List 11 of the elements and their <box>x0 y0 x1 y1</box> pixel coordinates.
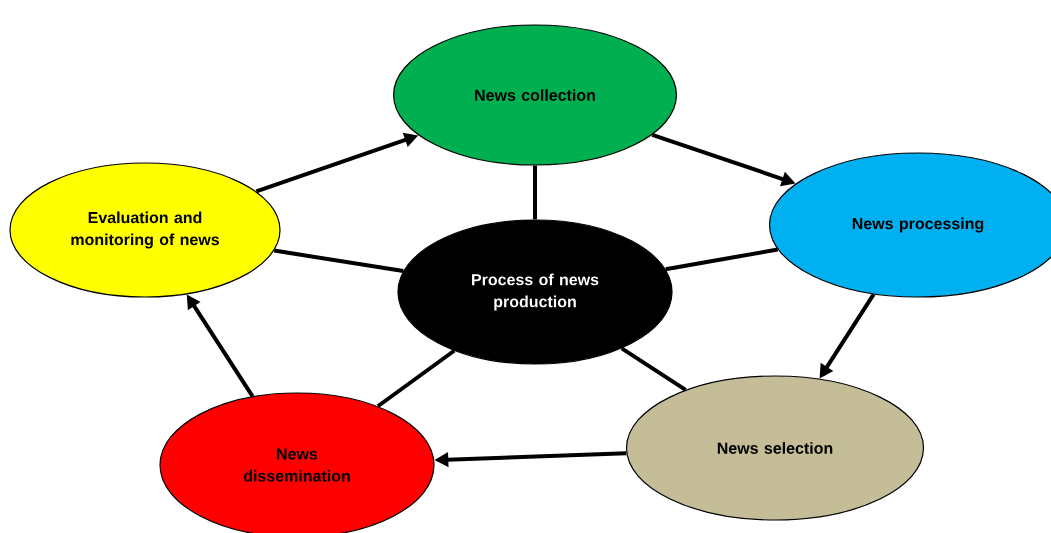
connector-line <box>620 346 687 392</box>
ellipse-node: News selection <box>625 375 925 521</box>
connector-line <box>665 247 779 272</box>
ellipse-node: News processing <box>768 152 1051 298</box>
ellipse-node: News collection <box>393 24 678 166</box>
connector-line <box>273 248 404 274</box>
ellipse-node: Process of news production <box>397 219 673 365</box>
connector-line <box>376 349 456 408</box>
ellipse-node: News dissemination <box>159 392 435 533</box>
ellipse-node: Evaluation and monitoring of news <box>9 162 281 298</box>
connector-line <box>533 165 537 220</box>
